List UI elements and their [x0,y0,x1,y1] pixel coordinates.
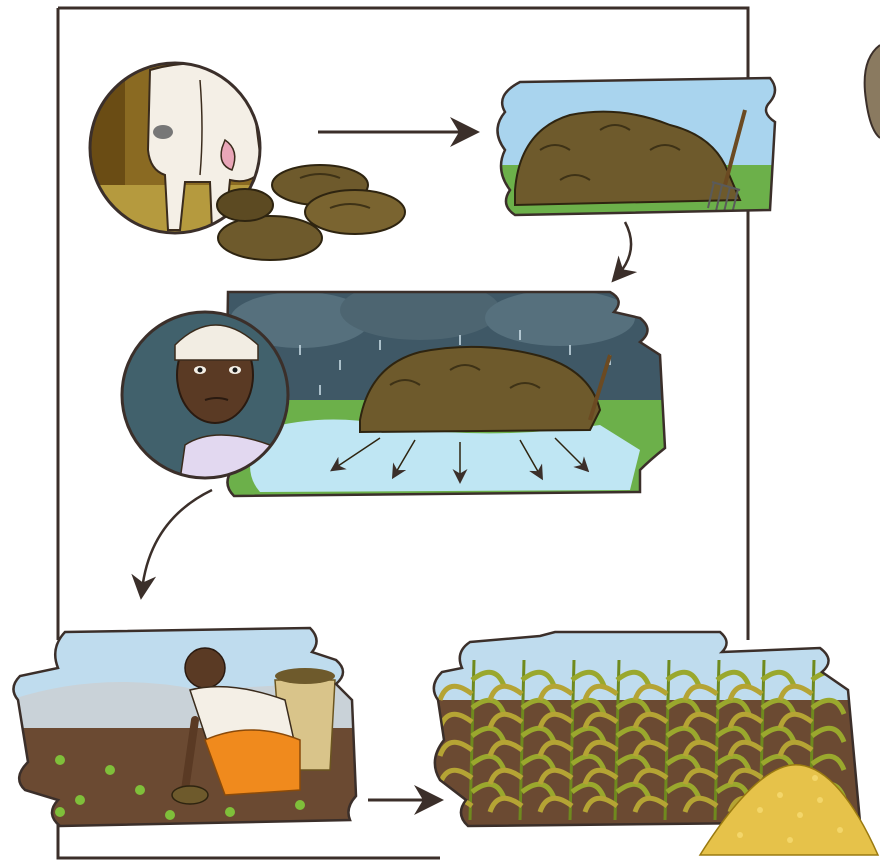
panel-maize-harvest [430,625,878,855]
partial-panel-edge [865,45,880,138]
panel-cow-dung [85,60,405,260]
arrow-curve-down-2 [142,490,212,590]
panel-applying-manure [10,620,370,830]
panel-worried-farmer [120,310,290,480]
panel-dung-heap-sun [490,70,790,220]
arrow-curve-down-1 [618,222,631,275]
